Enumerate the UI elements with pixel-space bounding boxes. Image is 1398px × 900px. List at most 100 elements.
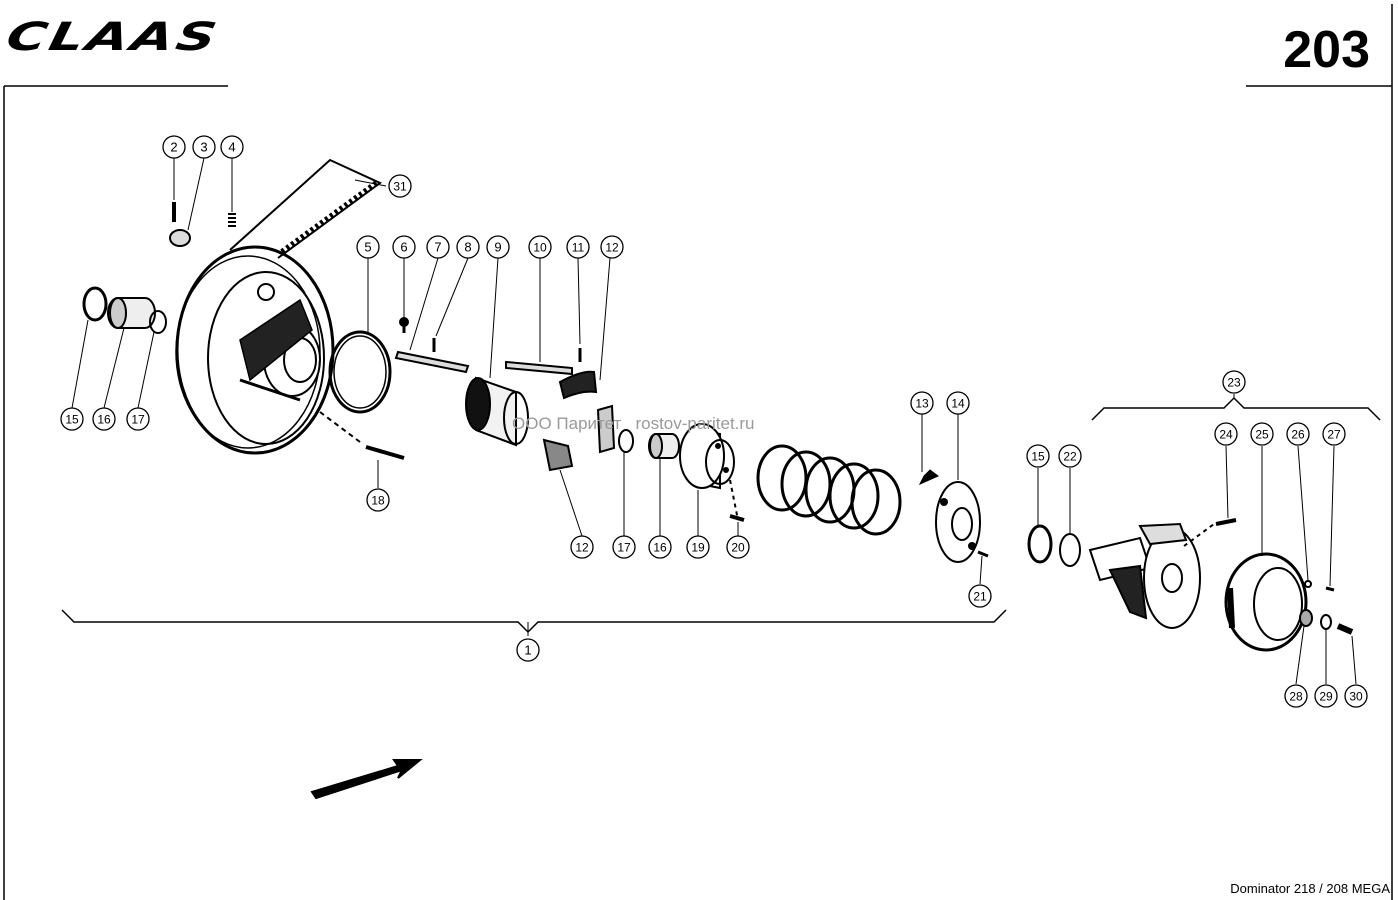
watermark: ООО Паритет rostov-paritet.ru xyxy=(512,414,755,434)
callout-circle xyxy=(162,135,186,159)
callout-circle xyxy=(968,584,992,608)
callout-circle xyxy=(566,235,590,259)
callout-16: 16 xyxy=(648,535,672,559)
callout-number: 12 xyxy=(575,541,589,555)
callout-27: 27 xyxy=(1322,422,1346,446)
callout-circle xyxy=(1284,684,1308,708)
callout-circle xyxy=(612,535,636,559)
callout-circle xyxy=(60,407,84,431)
callout-number: 7 xyxy=(434,240,441,255)
callout-26: 26 xyxy=(1286,422,1310,446)
callout-number: 14 xyxy=(951,397,965,411)
callout-number: 18 xyxy=(371,494,385,508)
callout-4: 4 xyxy=(220,135,244,159)
callout-number: 8 xyxy=(464,240,471,255)
callout-circle xyxy=(1214,422,1238,446)
callout-28: 28 xyxy=(1284,684,1308,708)
callout-circle xyxy=(1058,444,1082,468)
callout-11: 11 xyxy=(566,235,590,259)
callout-number: 5 xyxy=(364,240,371,255)
callout-circle xyxy=(946,391,970,415)
callout-circle xyxy=(126,407,150,431)
assembly-bracket-1 xyxy=(61,609,1007,634)
callout-number: 23 xyxy=(1227,376,1241,390)
callout-number: 26 xyxy=(1291,428,1305,442)
leader-lines xyxy=(71,157,1357,685)
callout-31: 31 xyxy=(388,174,412,198)
callout-number: 28 xyxy=(1289,690,1303,704)
callout-number: 11 xyxy=(572,241,585,255)
callout-circle xyxy=(1250,422,1274,446)
callout-circle xyxy=(1314,684,1338,708)
callout-number: 21 xyxy=(973,590,987,604)
callout-15: 15 xyxy=(1026,444,1050,468)
callout-circle xyxy=(486,235,510,259)
callout-circle xyxy=(910,391,934,415)
callout-number: 2 xyxy=(170,140,177,155)
pin-clip-spring xyxy=(169,202,236,247)
callout-14: 14 xyxy=(946,391,970,415)
callout-25: 25 xyxy=(1250,422,1274,446)
callout-number: 10 xyxy=(533,241,547,255)
callout-1: 1 xyxy=(516,638,540,662)
callout-2: 2 xyxy=(162,135,186,159)
callout-number: 9 xyxy=(494,240,501,255)
callout-number: 24 xyxy=(1219,428,1233,442)
watermark-site: rostov-paritet.ru xyxy=(635,414,755,433)
callout-circle xyxy=(456,235,480,259)
callout-6: 6 xyxy=(392,235,416,259)
callout-7: 7 xyxy=(426,235,450,259)
callout-24: 24 xyxy=(1214,422,1238,446)
callout-22: 22 xyxy=(1058,444,1082,468)
friction-shoes xyxy=(542,370,616,472)
callout-circle xyxy=(1322,422,1346,446)
callout-13: 13 xyxy=(910,391,934,415)
callout-9: 9 xyxy=(486,235,510,259)
callout-5: 5 xyxy=(356,235,380,259)
footer-model: Dominator 218 / 208 MEGA xyxy=(1230,881,1390,896)
callout-circle xyxy=(356,235,380,259)
mid-ring-bush-hub xyxy=(618,423,745,522)
callout-circle xyxy=(388,174,412,198)
page-number: 203 xyxy=(1283,21,1370,79)
callout-20: 20 xyxy=(726,535,750,559)
callout-number: 22 xyxy=(1063,450,1077,464)
callout-number: 13 xyxy=(915,397,929,411)
callout-12: 12 xyxy=(570,535,594,559)
callout-number: 12 xyxy=(605,241,619,255)
callout-12: 12 xyxy=(600,235,624,259)
callout-number: 4 xyxy=(228,140,235,155)
callout-circle xyxy=(686,535,710,559)
watermark-company: ООО Паритет xyxy=(512,414,622,433)
callout-circle xyxy=(570,535,594,559)
assembly-bracket-23 xyxy=(1091,396,1381,421)
callout-number: 16 xyxy=(97,413,111,427)
callout-10: 10 xyxy=(528,235,552,259)
callout-circle xyxy=(600,235,624,259)
callout-number: 25 xyxy=(1255,428,1269,442)
pulley-assembly xyxy=(175,158,382,455)
callout-15: 15 xyxy=(60,407,84,431)
header-frame xyxy=(3,4,1393,900)
callout-17: 17 xyxy=(126,407,150,431)
right-hub-assembly xyxy=(1027,518,1354,652)
callout-30: 30 xyxy=(1344,684,1368,708)
callout-number: 1 xyxy=(524,643,531,658)
callout-number: 29 xyxy=(1319,690,1333,704)
callout-circle xyxy=(192,135,216,159)
snap-ring xyxy=(328,330,392,414)
callout-circle xyxy=(220,135,244,159)
callout-19: 19 xyxy=(686,535,710,559)
bushing-parts-left xyxy=(82,286,167,334)
callout-3: 3 xyxy=(192,135,216,159)
callout-number: 16 xyxy=(653,541,667,555)
callout-number: 19 xyxy=(691,541,705,555)
callout-circle xyxy=(726,535,750,559)
spring-plate xyxy=(918,469,989,563)
callout-circle xyxy=(1026,444,1050,468)
compression-spring xyxy=(756,444,902,536)
callout-circle xyxy=(1222,370,1246,394)
callout-number: 6 xyxy=(400,240,407,255)
